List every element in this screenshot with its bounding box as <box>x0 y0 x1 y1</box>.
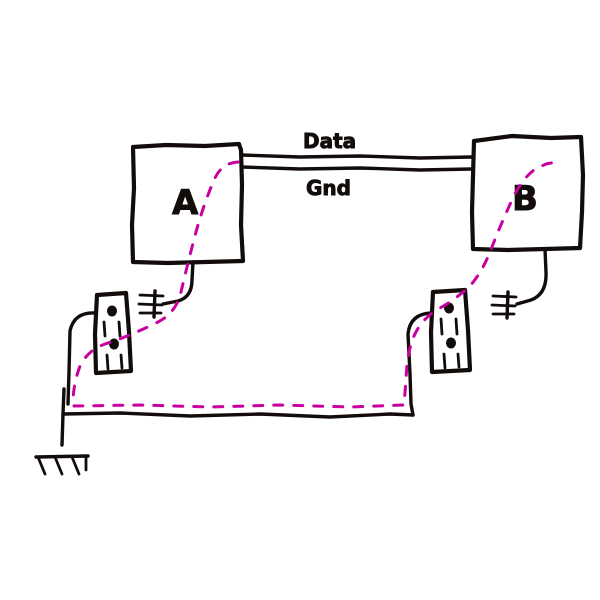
outlet-right-plate <box>428 287 473 375</box>
node-earth-ground[interactable] <box>34 387 90 476</box>
connection-data-gnd-cable[interactable] <box>240 153 474 172</box>
outlet-left-top-slot-1 <box>102 320 107 338</box>
plug-left-prong-2 <box>137 302 164 307</box>
outlet-right-top-slot-2 <box>454 317 459 336</box>
outlet-right-bottom-ground-hole <box>446 337 456 349</box>
earth-ground-bar <box>34 454 90 459</box>
plug-left[interactable] <box>137 289 165 319</box>
plug-left-prong-1 <box>138 293 165 298</box>
outlet-left-bottom-slot-1 <box>105 353 110 371</box>
box-b-outline <box>469 133 586 253</box>
ground-wire-bottom-rail <box>61 411 415 419</box>
connection-ground-bus[interactable] <box>61 311 433 419</box>
node-box-a[interactable]: A <box>129 141 246 266</box>
outlet-left-bottom-ground-hole <box>109 338 119 350</box>
outlet-right-top-slot-1 <box>439 317 444 336</box>
gnd-line <box>240 165 474 172</box>
outlet-right-bottom-slot-1 <box>442 352 447 370</box>
box-a-outline <box>129 141 246 266</box>
node-box-b[interactable]: B <box>469 133 586 253</box>
connection-cord-b[interactable] <box>515 247 548 306</box>
outlet-left-top-slot-2 <box>117 320 122 338</box>
plug-right-prong-1 <box>491 294 518 299</box>
ground-loop-dashed <box>71 160 558 409</box>
plug-right[interactable] <box>490 290 518 320</box>
earth-ground-hatch-1 <box>36 455 47 476</box>
outlet-right-bottom-slot-2 <box>456 352 461 369</box>
ground-wire-right-drop <box>406 311 433 417</box>
outlet-left-bottom-slot-2 <box>119 353 124 370</box>
data-cable-label: Data <box>303 129 356 153</box>
outlet-left-plate <box>92 290 134 376</box>
box-a-label: A <box>172 183 199 223</box>
outlet-left-top-ground-hole <box>107 305 117 317</box>
data-line <box>240 153 474 160</box>
node-outlet-left[interactable] <box>92 290 134 376</box>
gnd-cable-label: Gnd <box>306 176 351 200</box>
plug-right-prong-2 <box>490 303 517 308</box>
ground-wire-left-drop <box>66 311 97 406</box>
connection-ground-loop-path[interactable] <box>71 160 558 409</box>
earth-ground-hatch-3 <box>70 455 81 476</box>
earth-ground-stem <box>60 387 66 447</box>
cord-a-wire <box>161 260 195 306</box>
node-outlet-right[interactable] <box>428 287 473 375</box>
connection-cord-a[interactable] <box>161 260 195 306</box>
earth-ground-hatch-2 <box>53 455 64 476</box>
box-b-label: B <box>512 179 538 219</box>
cord-b-wire <box>515 247 548 306</box>
